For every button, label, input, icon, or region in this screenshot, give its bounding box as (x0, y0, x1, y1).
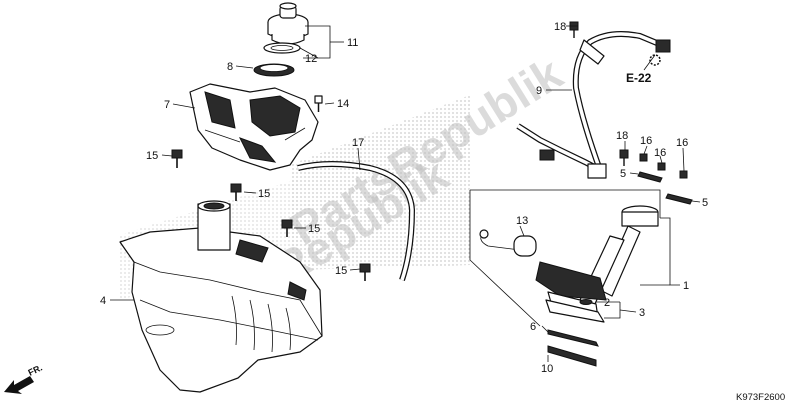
part-washer-5-a (637, 171, 663, 183)
part-o-ring (579, 299, 593, 305)
callout-18-a: 18 (554, 21, 566, 33)
part-breather-tube (297, 162, 414, 281)
part-fuel-tank (119, 200, 323, 393)
part-washer-5-b (665, 193, 693, 205)
callout-16-b: 16 (654, 147, 666, 159)
part-pump-seal (547, 329, 599, 347)
callout-18-b: 18 (616, 130, 628, 142)
part-fuel-gauge-float (479, 229, 537, 257)
callout-2: 2 (604, 297, 610, 309)
assembly-bracket-left (469, 190, 541, 327)
part-pump-filter (545, 299, 605, 323)
part-bolt-15-a (171, 149, 183, 168)
part-nut-16-c (679, 170, 688, 179)
gear-icon (643, 54, 661, 71)
callout-16-a: 16 (640, 135, 652, 147)
callout-11: 11 (347, 37, 358, 49)
front-direction-arrow: FR. (4, 362, 44, 394)
leader-lines (110, 25, 701, 362)
part-fuel-pump (535, 205, 659, 319)
part-fuel-hose (516, 31, 671, 179)
part-fuel-cap (267, 2, 309, 45)
part-nut-16-a (639, 153, 648, 162)
callout-6: 6 (530, 321, 536, 333)
callout-15-b: 15 (258, 188, 270, 200)
callout-14: 14 (337, 98, 349, 110)
callout-13: 13 (516, 215, 528, 227)
callout-4: 4 (100, 295, 106, 307)
callout-12: 12 (305, 53, 317, 65)
callout-3: 3 (639, 307, 645, 319)
part-bolt-18-b (619, 149, 629, 166)
part-bolt-15-d (359, 263, 371, 281)
part-bolt-15-c (281, 219, 293, 237)
part-bolt-15-b (230, 183, 242, 201)
callout-5-b: 5 (702, 197, 708, 209)
callout-9: 9 (536, 85, 542, 97)
callout-15-d: 15 (335, 265, 347, 277)
reference-code-e22: E-22 (626, 71, 652, 85)
callout-10: 10 (541, 363, 553, 375)
part-cap-gasket (263, 42, 301, 54)
part-nut-16-b (657, 162, 666, 171)
part-bolt-18-a (569, 21, 579, 38)
assembly-bracket-top (470, 189, 661, 218)
part-upper-housing (189, 83, 319, 171)
part-set-plate (547, 345, 597, 367)
callout-5-a: 5 (620, 168, 626, 180)
callout-16-c: 16 (676, 137, 688, 149)
callout-labels: 11 12 8 7 14 15 15 15 15 4 17 18 9 E-22 … (100, 21, 708, 375)
dotted-region-center (290, 95, 470, 270)
diagram-code: K973F2600 (736, 392, 785, 403)
callout-8: 8 (227, 61, 233, 73)
callout-1: 1 (683, 280, 689, 292)
callout-15-a: 15 (146, 150, 158, 162)
callout-15-c: 15 (308, 223, 320, 235)
part-cap-gasket-inner (270, 45, 294, 51)
callout-7: 7 (164, 99, 170, 111)
part-bolt-14 (314, 95, 323, 112)
front-direction-label: FR. (26, 362, 43, 377)
callout-17: 17 (352, 137, 364, 149)
